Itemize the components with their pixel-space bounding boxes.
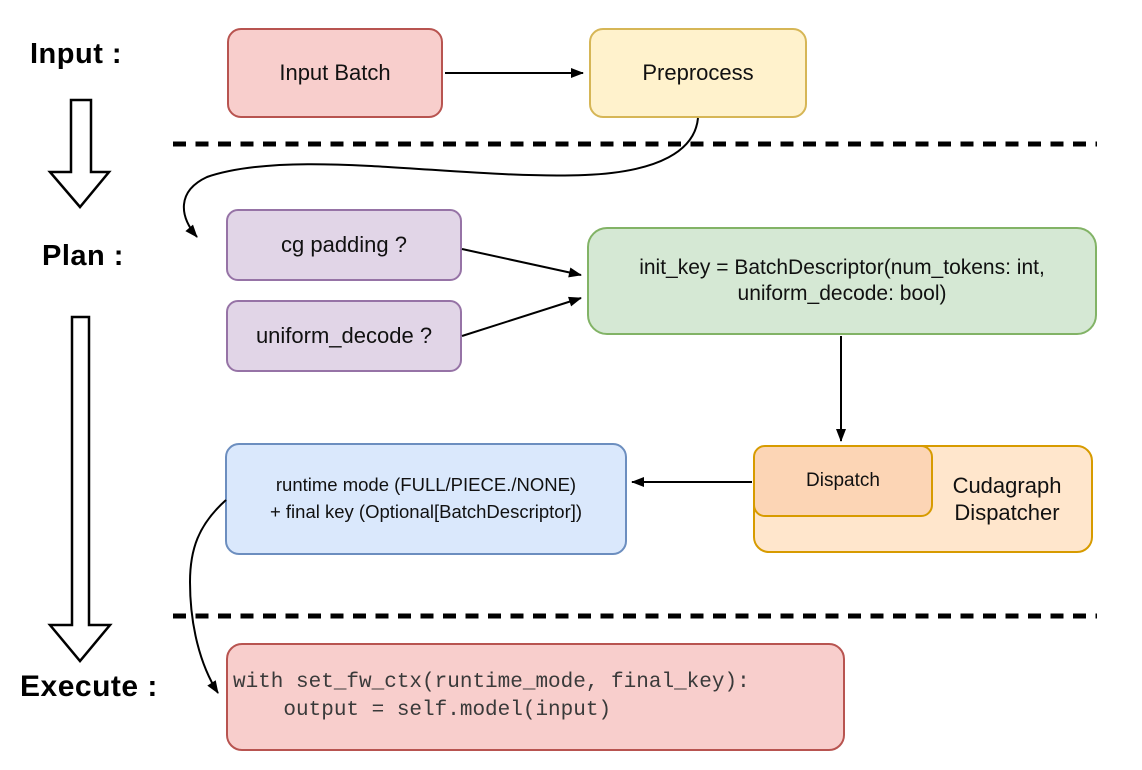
node-init-key: init_key = BatchDescriptor(num_tokens: i… (587, 227, 1097, 335)
node-cg-padding-label: cg padding ? (281, 232, 407, 258)
execute-code-line1: with set_fw_ctx(runtime_mode, final_key)… (233, 670, 750, 694)
node-dispatch-label: Dispatch (806, 470, 880, 492)
hollow-arrow-plan-to-execute (47, 315, 113, 663)
node-dispatch: Dispatch (753, 445, 933, 517)
node-uniform-decode-label: uniform_decode ? (255, 323, 433, 349)
node-uniform-decode: uniform_decode ? (226, 300, 462, 372)
node-execute-code: with set_fw_ctx(runtime_mode, final_key)… (226, 643, 845, 751)
node-preprocess: Preprocess (589, 28, 807, 118)
arrow-uniform-decode-to-init-key (461, 296, 582, 337)
node-runtime-mode-line2: + final key (Optional[BatchDescriptor]) (269, 501, 583, 522)
node-preprocess-label: Preprocess (642, 60, 754, 86)
arrow-runtime-mode-to-execute-code (188, 499, 227, 694)
execute-code-line2: output = self.model(input) (233, 699, 612, 722)
node-input-batch-label: Input Batch (279, 60, 391, 86)
node-runtime-mode-line1: runtime mode (FULL/PIECE./NONE) (275, 474, 577, 496)
node-runtime-mode: runtime mode (FULL/PIECE./NONE) + final … (225, 443, 627, 555)
node-init-key-line1: init_key = BatchDescriptor(num_tokens: i… (639, 255, 1045, 279)
hollow-arrow-input-to-plan (47, 98, 112, 209)
node-cudagraph-line2: Dispatcher (954, 500, 1060, 525)
node-init-key-line2: uniform_decode: bool) (737, 282, 947, 305)
stage-label-execute: Execute : (20, 670, 158, 703)
node-cudagraph-line1: Cudagraph (952, 472, 1062, 498)
stage-label-plan: Plan : (42, 240, 124, 272)
stage-label-input: Input : (30, 38, 123, 70)
node-input-batch: Input Batch (227, 28, 443, 118)
node-cg-padding: cg padding ? (226, 209, 462, 281)
arrow-cg-padding-to-init-key (461, 248, 582, 278)
